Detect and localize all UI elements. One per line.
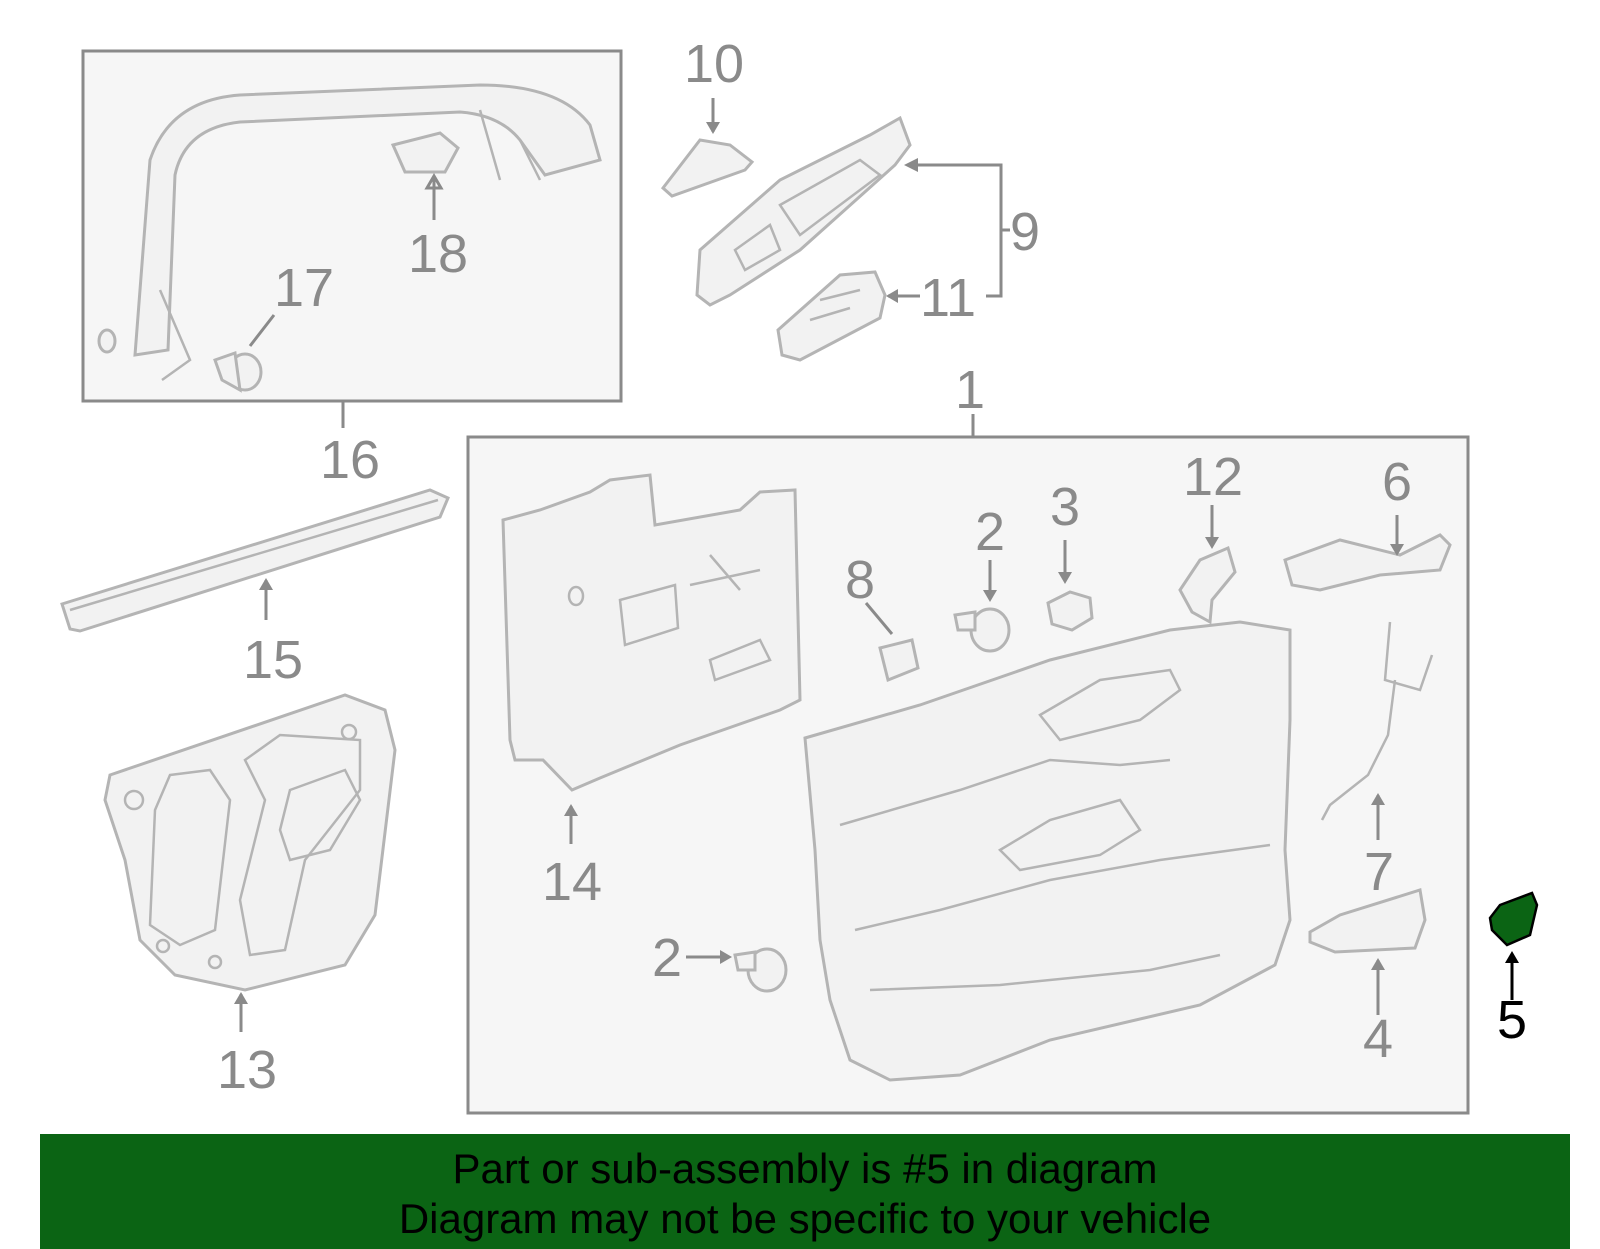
part-2-screw-upper [953, 607, 1011, 653]
arrow-12 [1205, 537, 1219, 549]
arrow-3 [1058, 572, 1072, 584]
part-12-bracket [1178, 545, 1237, 625]
part-7-harness [1320, 621, 1434, 821]
part-6-handle-cable [1283, 533, 1452, 592]
part-18-clip [390, 131, 460, 174]
part-13-regulator [103, 693, 397, 992]
part-1-door-trim-panel [803, 620, 1292, 1082]
arrow-2a [983, 590, 997, 602]
part-3-clip [1046, 590, 1094, 632]
callout-15: 15 [243, 630, 303, 690]
arrow-15 [259, 578, 273, 590]
banner-line-2: Diagram may not be specific to your vehi… [398, 1195, 1212, 1242]
callout-6: 6 [1382, 452, 1412, 512]
part-15-belt-molding [60, 488, 450, 633]
arrow-4 [1371, 958, 1385, 970]
arrow-5 [1505, 951, 1519, 963]
callout-11: 11 [920, 268, 976, 328]
leader-8 [864, 602, 894, 635]
part-5-highlighted[interactable] [1488, 891, 1539, 947]
arrow-11 [886, 289, 898, 303]
arrow-7 [1371, 793, 1385, 805]
leader-17 [248, 314, 276, 347]
callout-17: 17 [274, 258, 334, 318]
arrow-10 [706, 122, 720, 134]
callout-2b: 2 [652, 928, 682, 988]
part-17-push-pin [213, 350, 263, 393]
arrow-14 [564, 804, 578, 816]
callout-9: 9 [1010, 202, 1040, 262]
part-16-fastener [97, 328, 117, 354]
arrow-18 [424, 173, 444, 190]
callout-2a: 2 [975, 502, 1005, 562]
callout-5: 5 [1497, 990, 1527, 1050]
arrow-6 [1390, 544, 1404, 556]
part-4-insulator [1308, 888, 1427, 954]
callout-10: 10 [684, 34, 744, 94]
callout-14: 14 [542, 852, 602, 912]
part-16-garnish [133, 83, 602, 382]
banner-line-1: Part or sub-assembly is #5 in diagram [452, 1145, 1158, 1192]
arrow-13 [234, 992, 248, 1004]
callout-4: 4 [1363, 1009, 1393, 1069]
part-8-nut [878, 638, 920, 683]
part-9-switch-panel [695, 115, 912, 307]
callout-8: 8 [845, 550, 875, 610]
arrow-2b [720, 950, 732, 964]
callout-13: 13 [217, 1040, 277, 1100]
callout-18: 18 [408, 224, 468, 284]
part-10-bezel [660, 138, 755, 198]
callout-12: 12 [1183, 447, 1243, 507]
part-14-water-deflector [501, 473, 802, 792]
callout-3: 3 [1050, 477, 1080, 537]
callout-1: 1 [955, 360, 985, 420]
part-11-switch [776, 270, 887, 362]
arrow-9 [904, 158, 918, 172]
callout-7: 7 [1364, 842, 1394, 902]
info-banner: Part or sub-assembly is #5 in diagram Di… [40, 1134, 1570, 1249]
callout-16: 16 [320, 430, 380, 490]
part-2-screw-lower [733, 947, 788, 993]
